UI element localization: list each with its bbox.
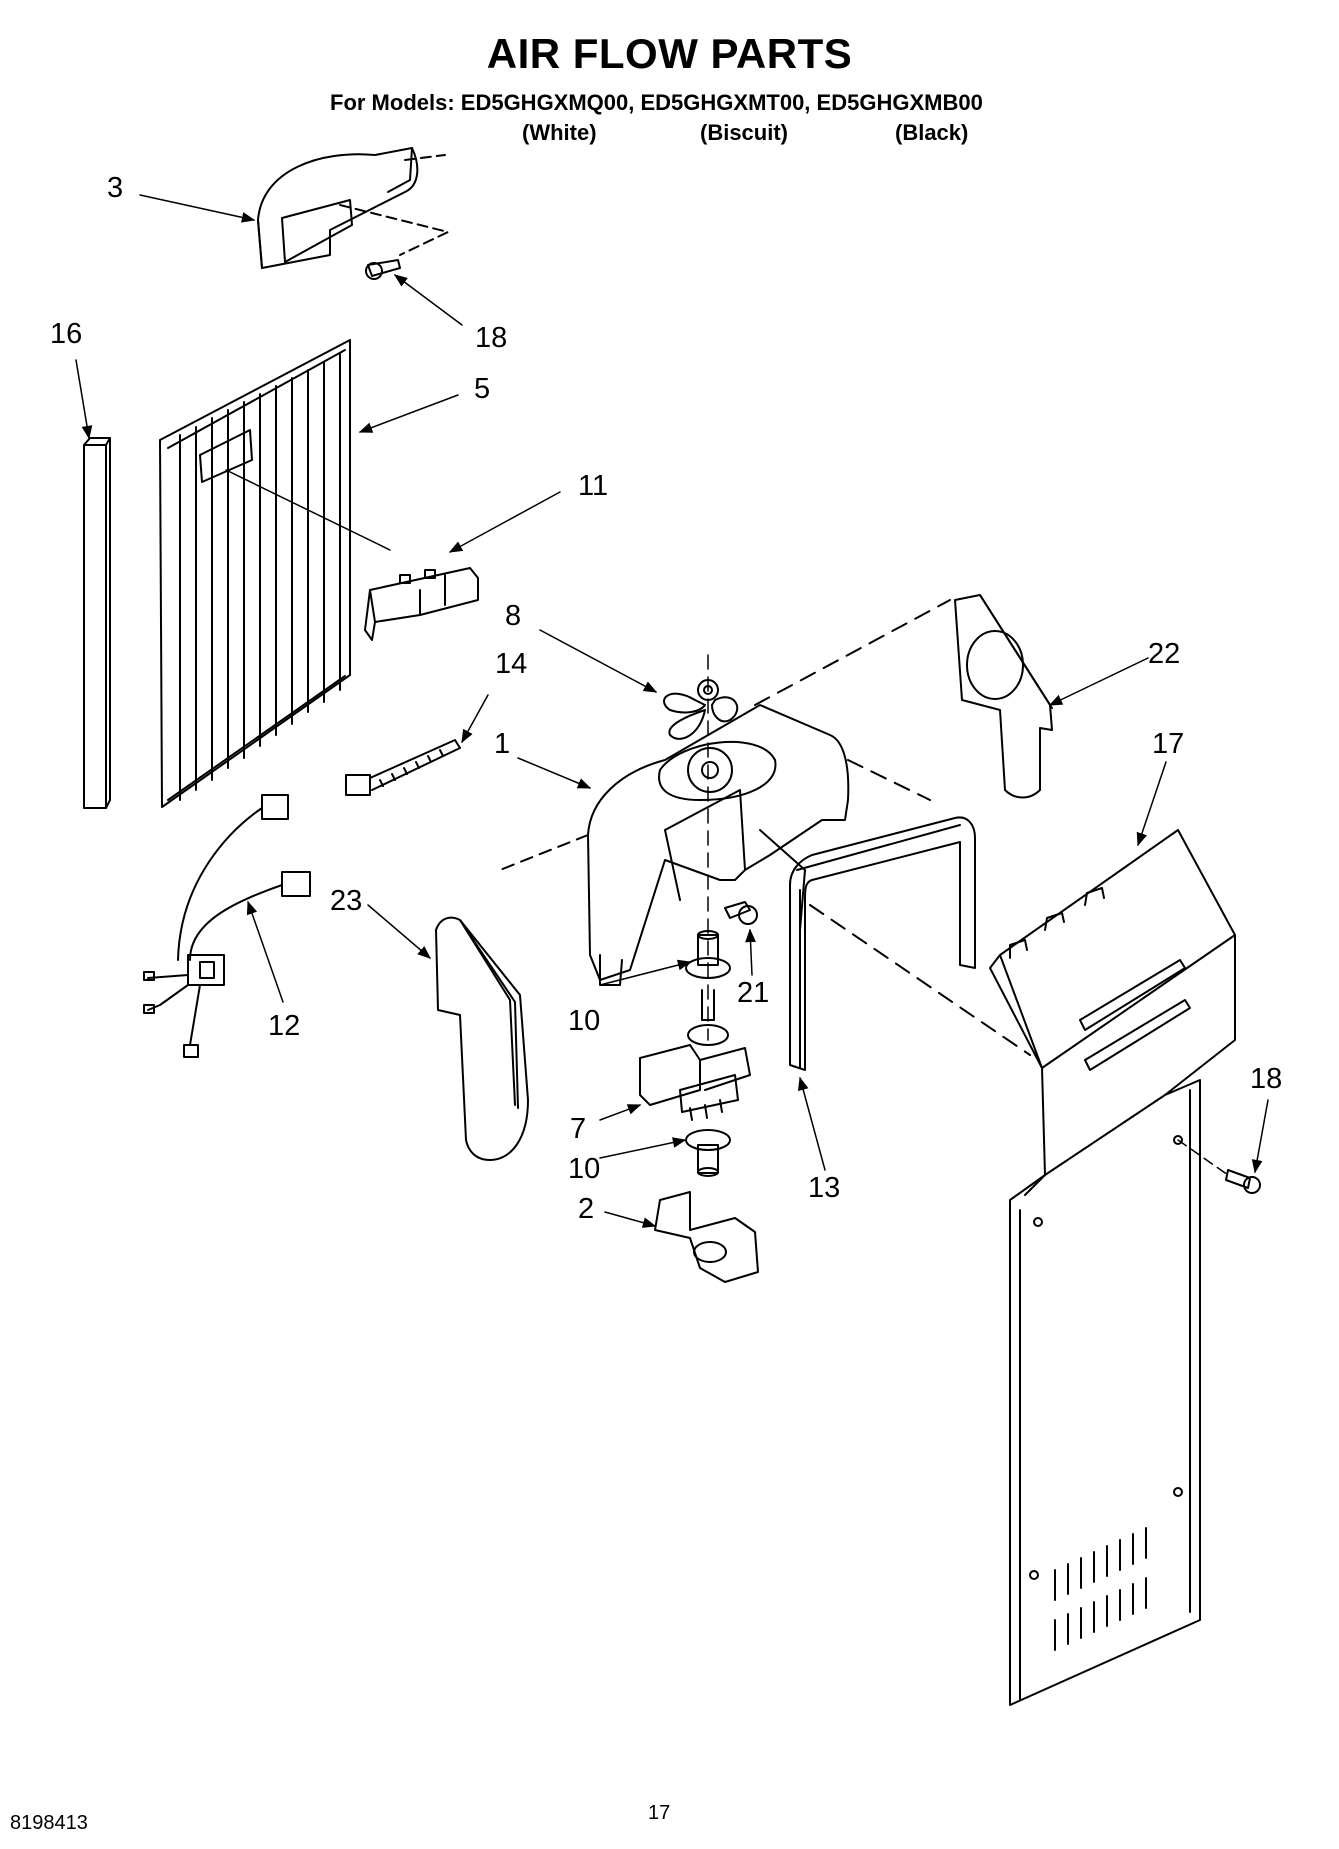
part-23-side-duct (435, 916, 529, 1161)
part-17-air-duct-panel (989, 829, 1236, 1706)
part-2-motor-bracket (654, 1191, 759, 1283)
models-line: For Models: ED5GHGXMQ00, ED5GHGXMT00, ED… (330, 90, 983, 115)
callout-10-upper: 10 (568, 1005, 601, 1037)
part-8-fan-blade (663, 654, 739, 1041)
callout-17: 17 (1152, 728, 1185, 760)
part-1-fan-housing (499, 599, 951, 986)
callout-22: 22 (1148, 638, 1181, 670)
callout-7: 7 (570, 1113, 587, 1145)
part-3-duct-cover (257, 147, 449, 269)
part-10-grommet-lower (685, 1129, 731, 1177)
page-title: AIR FLOW PARTS (486, 30, 853, 77)
callout-3: 3 (107, 172, 124, 204)
part-21-screw (724, 901, 758, 925)
screw-18-top (365, 259, 401, 280)
callout-16: 16 (50, 318, 83, 350)
callout-12: 12 (268, 1010, 301, 1042)
callout-13: 13 (808, 1172, 841, 1204)
callout-18-top: 18 (475, 322, 508, 354)
callout-1: 1 (494, 728, 511, 760)
document-number: 8198413 (10, 1812, 88, 1834)
screw-18-right (1177, 1139, 1261, 1194)
callout-23: 23 (330, 885, 363, 917)
part-16-seal-strip (83, 437, 111, 809)
part-12-wire-harness (143, 794, 311, 1058)
color-white: (White) (522, 120, 597, 145)
callout-5: 5 (474, 373, 491, 405)
part-14-cable-tie (345, 739, 461, 796)
callout-11: 11 (578, 470, 609, 502)
callout-10-lower: 10 (568, 1153, 601, 1185)
callout-21: 21 (737, 977, 770, 1009)
callout-2: 2 (578, 1193, 595, 1225)
part-11-clip (364, 567, 479, 641)
part-13-foam-channel (789, 816, 1031, 1071)
callout-18-right: 18 (1250, 1063, 1283, 1095)
part-7-fan-motor (639, 989, 751, 1121)
page-number: 17 (648, 1802, 671, 1824)
leader-lines (75, 194, 1269, 1228)
callout-14: 14 (495, 648, 528, 680)
color-black: (Black) (895, 120, 969, 145)
part-22-duct-baffle (954, 594, 1053, 799)
callout-8: 8 (505, 600, 522, 632)
part-5-evaporator-cover (159, 339, 391, 808)
color-biscuit: (Biscuit) (700, 120, 788, 145)
